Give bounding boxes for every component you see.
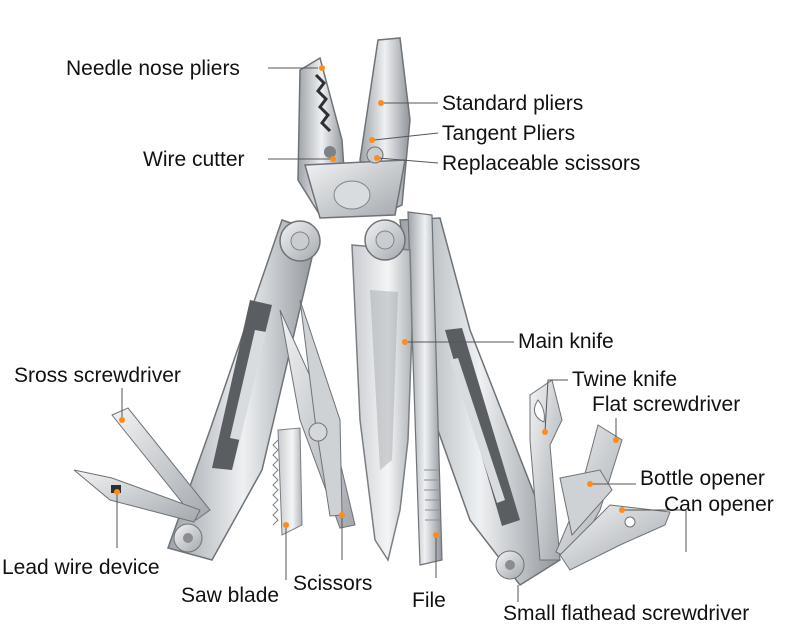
file-tool xyxy=(407,211,443,566)
saw-blade-tool xyxy=(272,427,303,536)
scissors-tool xyxy=(279,299,356,529)
plier-head xyxy=(297,37,411,261)
leader-lines xyxy=(116,67,687,602)
label-file: File xyxy=(412,589,446,612)
label-replaceable-scissors: Replaceable scissors xyxy=(442,152,641,175)
label-scissors: Scissors xyxy=(293,572,373,595)
right-small-tools xyxy=(529,379,671,571)
label-flat-screwdriver: Flat screwdriver xyxy=(592,393,741,416)
label-twine-knife: Twine knife xyxy=(572,368,678,391)
left-handle xyxy=(167,219,321,561)
label-standard-pliers: Standard pliers xyxy=(442,92,584,115)
label-needle-nose-pliers: Needle nose pliers xyxy=(66,57,240,80)
label-small-flathead-screwdriver: Small flathead screwdriver xyxy=(503,602,750,625)
marker-dots xyxy=(114,65,625,538)
label-main-knife: Main knife xyxy=(518,330,614,353)
left-small-tools xyxy=(73,407,211,523)
label-tangent-pliers: Tangent Pliers xyxy=(442,122,576,145)
label-can-opener: Can opener xyxy=(664,493,774,516)
label-wire-cutter: Wire cutter xyxy=(143,148,245,171)
label-sross-screwdriver: Sross screwdriver xyxy=(14,364,181,387)
label-lead-wire-device: Lead wire device xyxy=(2,556,160,579)
label-saw-blade: Saw blade xyxy=(181,584,280,607)
label-bottle-opener: Bottle opener xyxy=(640,467,765,490)
main-knife xyxy=(351,244,413,562)
